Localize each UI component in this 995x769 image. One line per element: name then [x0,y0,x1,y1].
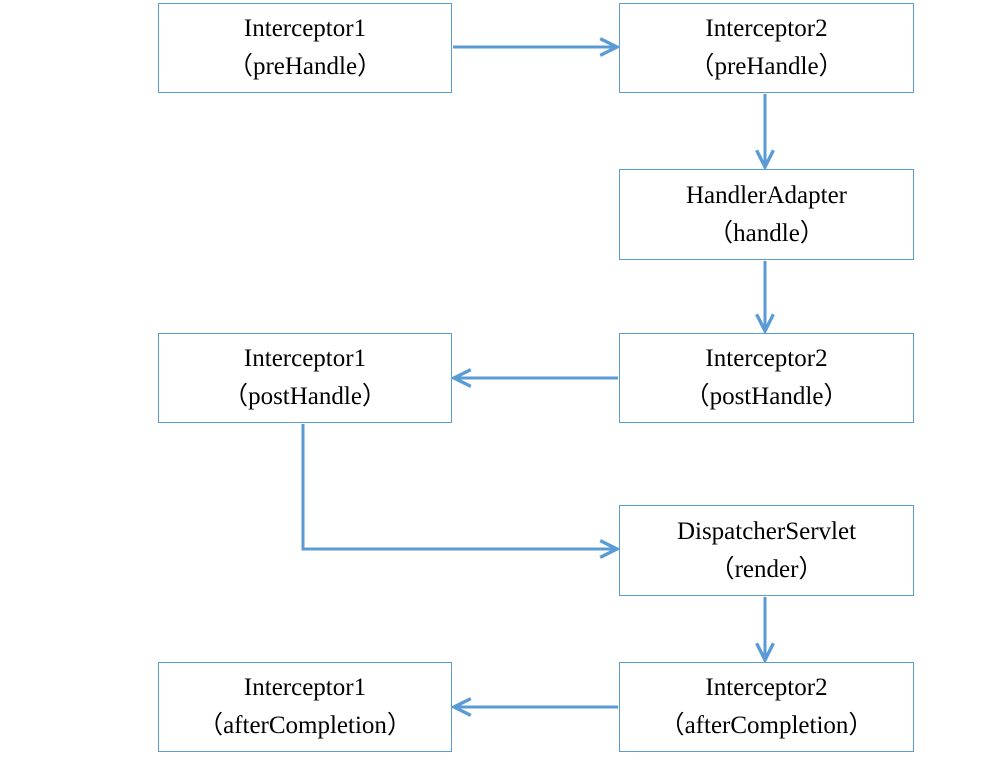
node-interceptor1-aftercompletion: Interceptor1 （afterCompletion） [158,662,452,752]
node-method: （preHandle） [689,53,844,80]
node-method: （afterCompletion） [198,712,412,739]
node-title: Interceptor1 [243,345,367,372]
node-method: （afterCompletion） [659,712,874,739]
node-title: DispatcherServlet [676,517,857,545]
node-method: （render） [709,555,824,583]
node-title: Interceptor2 [705,15,828,42]
node-title: Interceptor2 [705,345,828,372]
node-title: HandlerAdapter [685,181,848,209]
node-interceptor2-posthandle: Interceptor2 （postHandle） [619,333,914,423]
node-method: （postHandle） [684,383,849,410]
node-title: Interceptor2 [705,674,828,701]
node-title: Interceptor1 [243,15,367,42]
node-interceptor1-prehandle: Interceptor1 （preHandle） [158,3,452,93]
node-interceptor1-posthandle: Interceptor1 （postHandle） [158,333,452,423]
node-interceptor2-aftercompletion: Interceptor2 （afterCompletion） [619,662,914,752]
node-method: （handle） [708,219,825,247]
node-handleradapter-handle: HandlerAdapter （handle） [619,169,914,260]
node-dispatcherservlet-render: DispatcherServlet （render） [619,505,914,596]
node-interceptor2-prehandle: Interceptor2 （preHandle） [619,3,914,93]
node-method: （preHandle） [227,53,383,80]
node-title: Interceptor1 [243,674,367,701]
arrow-i1-post-to-dispatch [301,424,617,549]
node-method: （postHandle） [223,383,387,410]
